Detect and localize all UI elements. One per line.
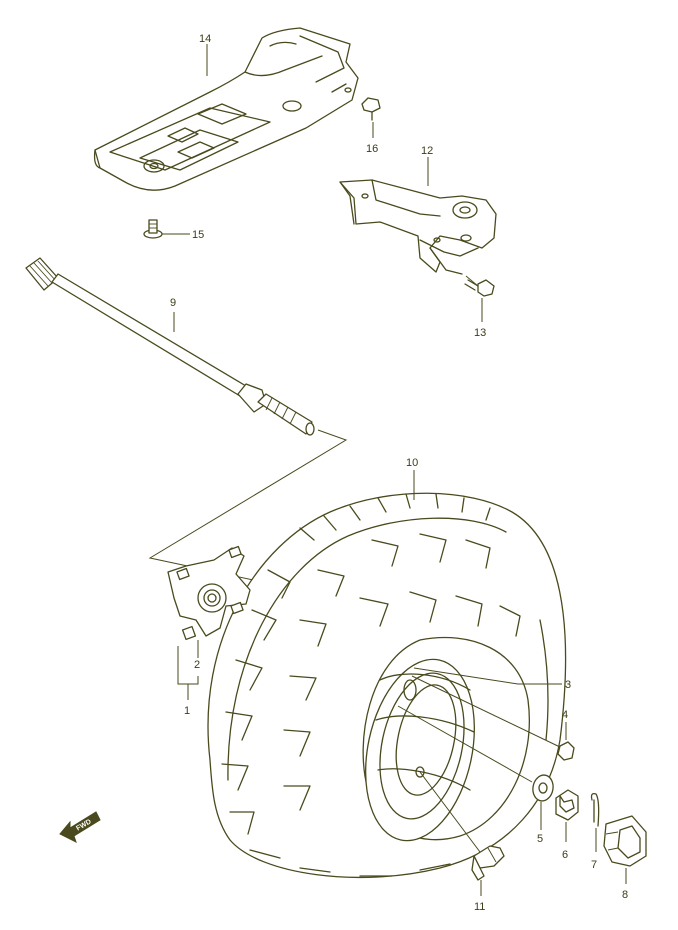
drive-shaft-part-9 xyxy=(25,257,315,436)
nut-part-4 xyxy=(557,741,575,761)
wheel-stud-part-2 xyxy=(176,545,244,641)
callout-15: 15 xyxy=(192,229,204,241)
valve-stem-part-11 xyxy=(471,845,505,881)
cotter-pin-part-7 xyxy=(590,792,600,827)
bolt-part-16 xyxy=(361,97,381,121)
callout-4: 4 xyxy=(562,709,568,721)
hub-cap-part-8 xyxy=(603,815,647,867)
tire-part-10 xyxy=(207,492,567,879)
callout-8: 8 xyxy=(622,889,628,901)
callout-2: 2 xyxy=(194,659,200,671)
skid-plate-part-14 xyxy=(93,27,359,191)
callout-14: 14 xyxy=(199,33,211,45)
bolt-part-13 xyxy=(464,275,495,297)
callout-1: 1 xyxy=(184,705,190,717)
callout-16: 16 xyxy=(366,143,378,155)
callout-7: 7 xyxy=(591,859,597,871)
bracket-part-12 xyxy=(339,179,497,275)
bolt-part-15 xyxy=(143,219,163,239)
callout-3: 3 xyxy=(565,679,571,691)
callout-10: 10 xyxy=(406,457,418,469)
direction-arrow-icon: FWD xyxy=(59,811,101,843)
washer-part-5 xyxy=(532,774,554,802)
callout-6: 6 xyxy=(562,849,568,861)
callout-5: 5 xyxy=(537,833,543,845)
callout-12: 12 xyxy=(421,145,433,157)
castle-nut-part-6 xyxy=(555,789,579,821)
callout-13: 13 xyxy=(474,327,486,339)
callout-9: 9 xyxy=(170,297,176,309)
callout-11: 11 xyxy=(474,901,485,913)
wheel-hub-part-1 xyxy=(167,547,251,637)
